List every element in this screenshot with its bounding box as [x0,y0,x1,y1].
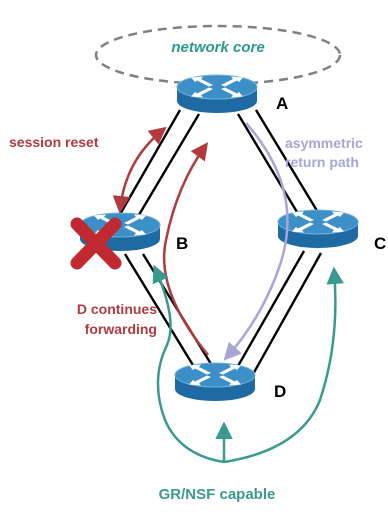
asymmetric-label-line2: return path [285,154,359,170]
link-a-c-inner [254,109,324,220]
node-label-b: B [176,234,188,253]
router-icon-d [174,362,256,402]
capable-arrow-to-c [223,266,344,464]
network-core-label: network core [171,39,264,56]
d-continues-label-line2: forwarding [85,321,157,337]
failure-x-icon [70,217,122,270]
capable-arrows [152,264,344,464]
link-a-b [109,109,182,231]
node-label-a: A [276,94,288,113]
asymmetric-label-line1: asymmetric [285,135,363,151]
asymmetric-return-arrow [223,122,289,361]
link-a-c [236,113,305,223]
network-core-cloud [94,24,342,86]
forwarding-path-arrow [162,142,209,356]
link-b-d [123,253,201,376]
session-reset-arrow [112,126,167,214]
d-continues-label-line1: D continues [77,301,157,317]
router-icon-c [277,209,359,249]
router-icon-a [176,74,258,114]
link-c-d [232,250,306,374]
capable-label: GR/NSF capable [159,486,276,503]
capable-arrow-to-b [152,264,225,464]
link-c-d-inner [250,252,323,377]
node-label-c: C [374,234,386,253]
node-label-d: D [274,382,286,401]
session-reset-label: session reset [9,134,99,150]
